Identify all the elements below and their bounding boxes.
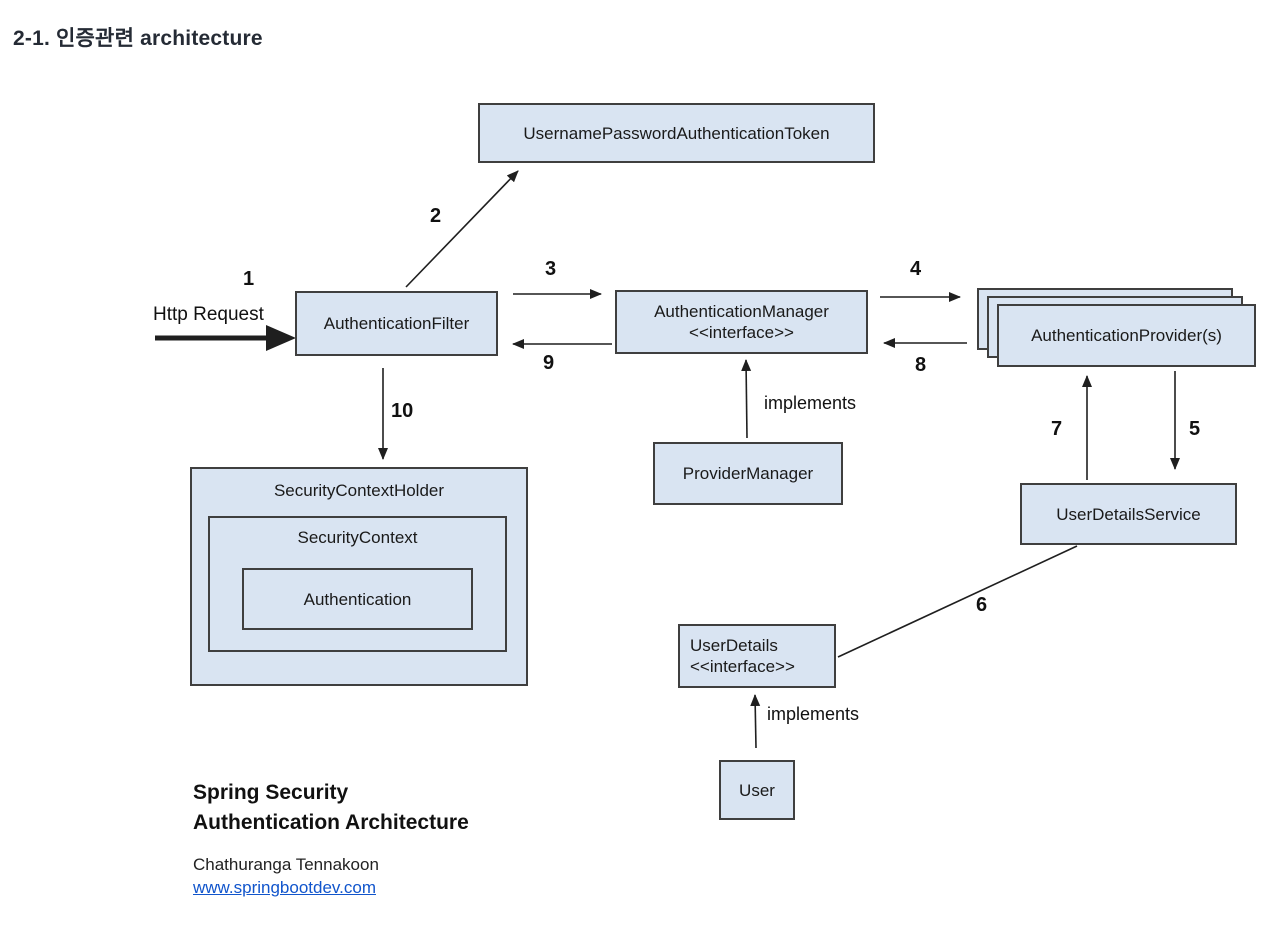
diagram-title: Spring Security Authentication Architect… [193,778,469,838]
box-provider-manager: ProviderManager [653,442,843,505]
step-number-3: 3 [545,258,557,280]
box-user-details-service: UserDetailsService [1020,483,1237,545]
step-number-1: 1 [243,268,255,290]
box-authentication: Authentication [242,568,473,630]
step-number-8: 8 [915,354,927,376]
diagram-title-line2: Authentication Architecture [193,811,469,834]
box-label: ProviderManager [682,464,814,483]
step-number-2: 2 [430,205,442,227]
box-label: UserDetailsService [1056,504,1201,524]
step-number-9: 9 [543,352,555,374]
author-name: Chathuranga Tennakoon [193,855,379,874]
diagram-title-line1: Spring Security [193,781,349,804]
box-label: AuthenticationProvider(s) [1031,326,1222,345]
box-username-password-authentication-token: UsernamePasswordAuthenticationToken [478,103,875,163]
box-authentication-providers: AuthenticationProvider(s) [997,304,1256,367]
box-label: UserDetails [690,636,778,655]
step-number-7: 7 [1051,418,1063,440]
arrow-1-head [266,325,296,351]
box-sublabel-interface: <<interface>> [690,657,795,676]
box-label: AuthenticationManager [654,302,829,321]
box-sublabel-interface: <<interface>> [689,323,794,342]
label-implements-user: implements [767,704,860,724]
box-user-details: UserDetails <<interface>> [678,624,836,688]
line-6-userdetails-to-uds [837,545,1078,658]
label-implements-provider-manager: implements [764,393,857,413]
step-number-6: 6 [976,594,988,616]
box-label: UsernamePasswordAuthenticationToken [523,123,830,143]
website-link[interactable]: www.springbootdev.com [193,878,376,897]
label-http-request: Http Request [153,304,264,325]
arrow-2-filter-to-token [405,170,519,288]
step-number-4: 4 [910,258,922,280]
box-label: AuthenticationFilter [323,314,470,333]
step-number-10: 10 [391,400,414,422]
page-title: 2-1. 인증관련 architecture [13,27,263,50]
box-label: User [739,780,775,800]
box-user: User [719,760,795,820]
step-number-5: 5 [1189,418,1201,440]
box-label: SecurityContext [297,528,418,547]
arrow-implements-user [750,694,761,749]
box-label: SecurityContextHolder [273,481,445,500]
box-authentication-manager: AuthenticationManager <<interface>> [615,290,868,354]
box-label: Authentication [303,589,412,609]
box-authentication-filter: AuthenticationFilter [295,291,498,356]
arrow-implements-provider-manager [741,359,752,439]
